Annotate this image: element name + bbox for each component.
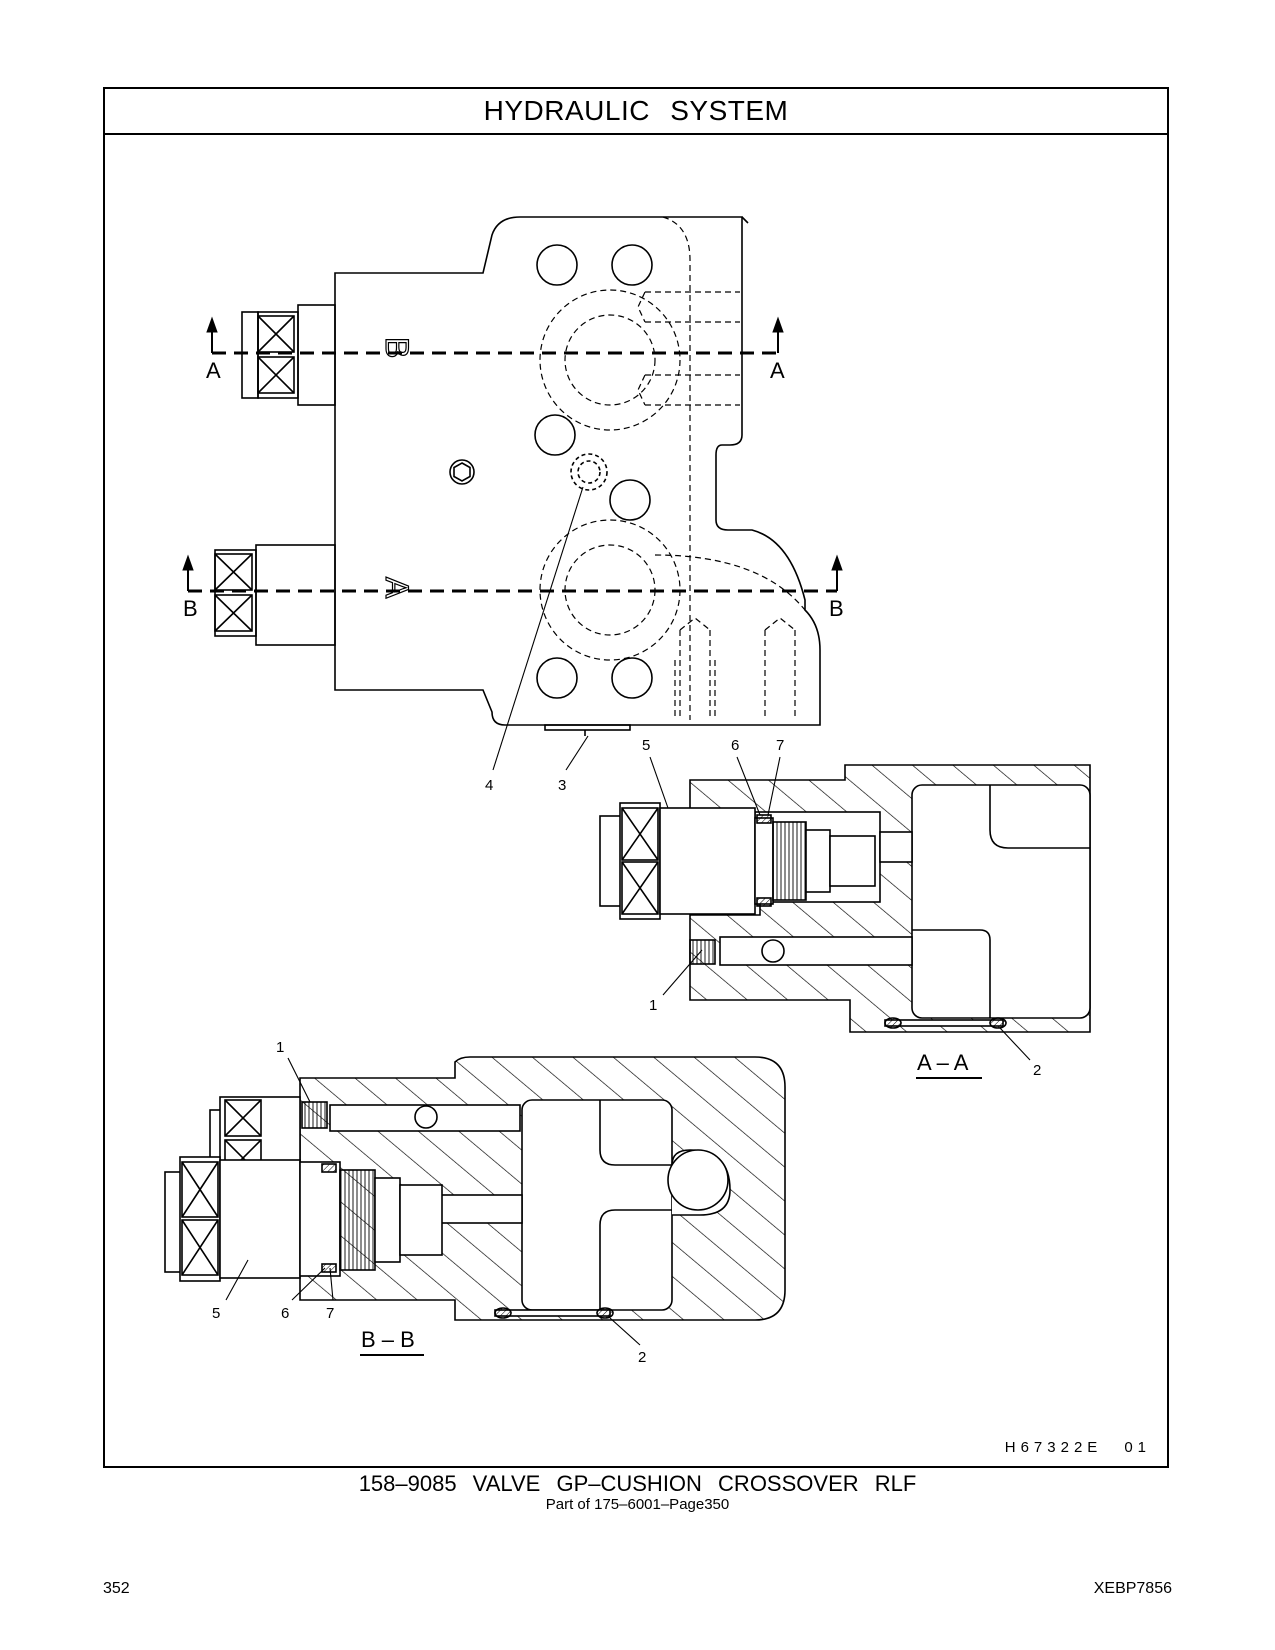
top-view-leaders [492, 486, 589, 771]
drawing-number: H67322E [1004, 1439, 1103, 1456]
section-title-aa: A – A [917, 1050, 969, 1075]
callout-bb-7: 7 [326, 1305, 334, 1322]
callout-bb-1: 1 [276, 1039, 284, 1056]
page-number: 352 [103, 1580, 130, 1597]
section-aa-leaders [649, 756, 1031, 1079]
page-title: HYDRAULIC SYSTEM [105, 89, 1167, 135]
callout-aa-1: 1 [649, 997, 657, 1014]
document-code: XEBP7856 [1093, 1580, 1172, 1597]
callout-aa-7: 7 [776, 737, 784, 754]
callout-3: 3 [558, 777, 566, 794]
caption-subtitle: Part of 175–6001–Page350 [545, 1496, 730, 1513]
section-marker-a-left: A [206, 358, 221, 383]
caption-title: 158–9085 VALVE GP–CUSHION CROSSOVER RLF [358, 1471, 917, 1496]
section-aa-view [599, 764, 1091, 1033]
section-marker-b-left: B [183, 596, 198, 621]
callout-bb-5: 5 [212, 1305, 220, 1322]
valve-body-outline [334, 216, 821, 726]
section-line-a [206, 316, 784, 355]
section-line-b [182, 554, 843, 593]
callout-4: 4 [485, 777, 493, 794]
drawing-frame: HYDRAULIC SYSTEM H67322E 01 [103, 87, 1169, 1468]
section-bb-leaders [225, 1057, 641, 1356]
callout-aa-6: 6 [731, 737, 739, 754]
figure-caption: 158–9085 VALVE GP–CUSHION CROSSOVER RLF … [0, 1472, 1275, 1514]
callout-bb-6: 6 [281, 1305, 289, 1322]
callout-aa-5: 5 [642, 737, 650, 754]
section-marker-a-right: A [770, 358, 785, 383]
section-marker-b-right: B [829, 596, 844, 621]
drawing-revision: 01 [1124, 1439, 1151, 1456]
valve-top-view [214, 216, 821, 736]
callout-bb-2: 2 [638, 1349, 646, 1366]
port-letter-b: B [379, 337, 415, 358]
drawing-id: H67322E 01 [1005, 1439, 1151, 1456]
section-bb-view [164, 1056, 786, 1321]
port-letter-a: A [379, 577, 415, 599]
callout-aa-2: 2 [1033, 1062, 1041, 1079]
section-title-bb: B – B [361, 1327, 415, 1352]
